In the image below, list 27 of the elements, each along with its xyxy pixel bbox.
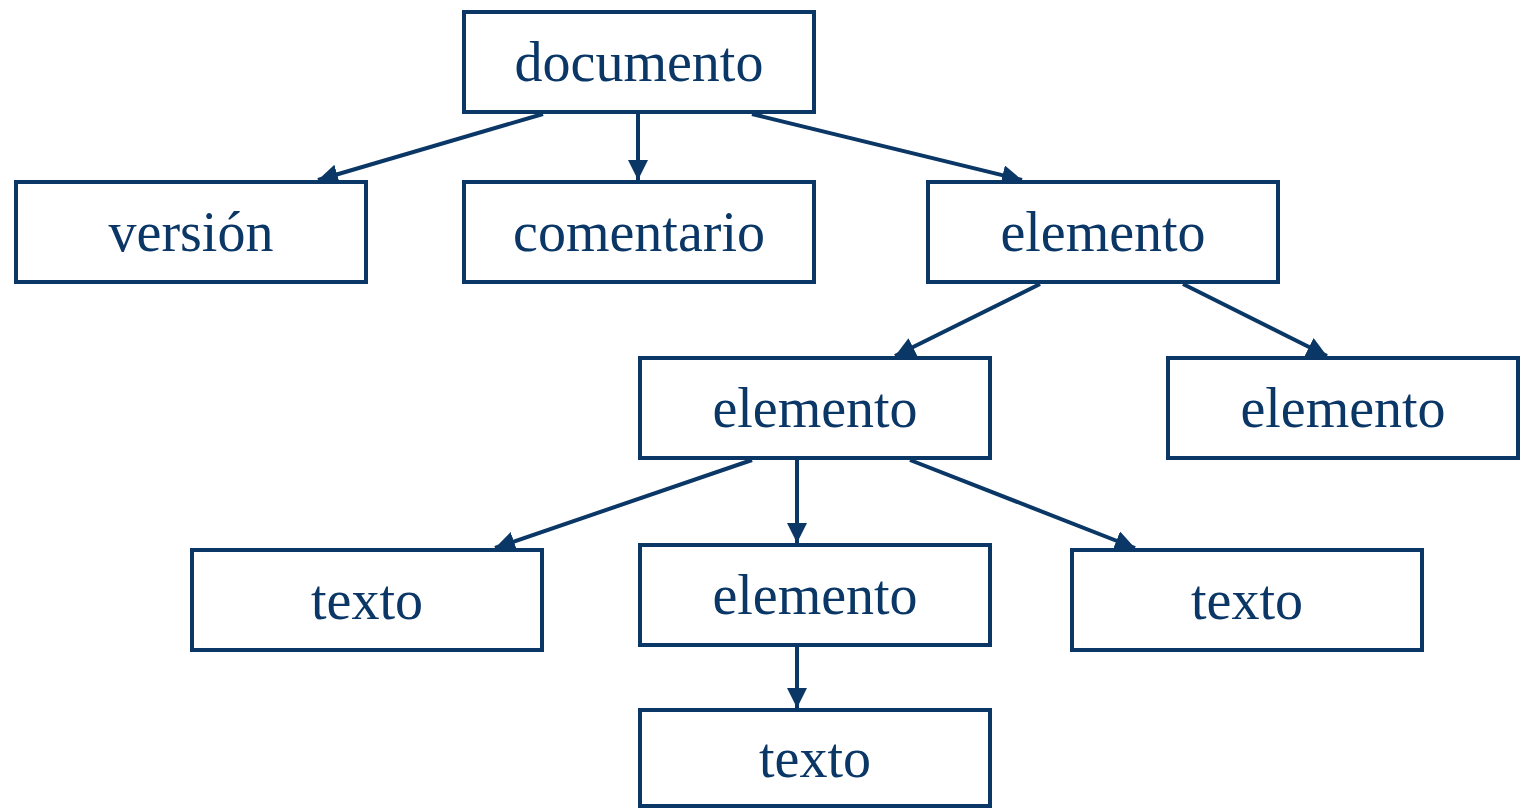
arrow [787,647,807,708]
node-label: elemento [1000,200,1206,264]
node-label: elemento [1240,376,1446,440]
node-label: texto [1191,568,1303,632]
tree-node-box [1166,356,1520,460]
tree-node-box [638,543,992,647]
arrow [494,458,753,551]
arrow [1182,282,1328,358]
node-label: elemento [712,563,918,627]
tree-node-box [14,180,368,284]
node-label: documento [514,30,764,94]
tree-node-box [462,180,816,284]
tree-node-box [638,708,992,808]
node-label: texto [759,726,871,790]
node-label: comentario [513,200,765,264]
node-label: texto [311,568,423,632]
node-label: versión [108,200,274,264]
tree-node-box [462,10,816,114]
arrow [894,282,1041,358]
node-label: elemento [712,376,918,440]
arrow [628,114,648,180]
arrow [909,458,1136,551]
arrow [787,460,807,543]
tree-node-box [1070,548,1424,652]
tree-node-box [926,180,1280,284]
tree-node-box [638,356,992,460]
tree-node-box [190,548,544,652]
